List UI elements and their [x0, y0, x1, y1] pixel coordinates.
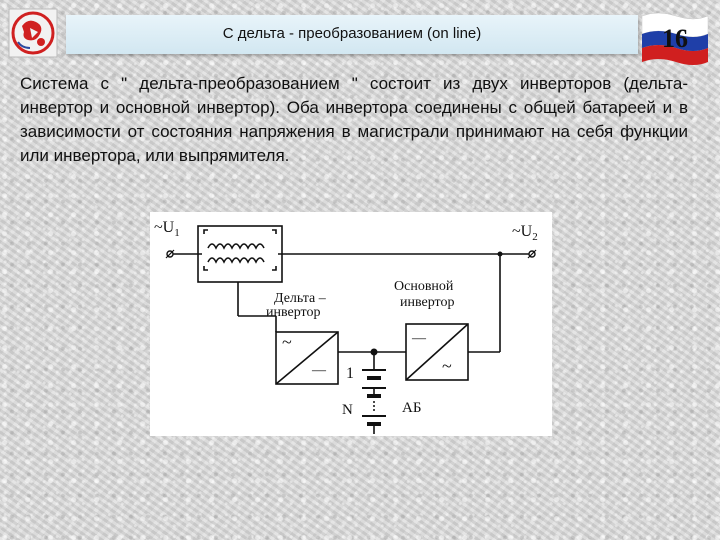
delta-inverter-label-line1: Дельта – — [274, 291, 327, 306]
emblem-logo-icon — [8, 8, 58, 58]
battery-cell-count-label: N — [342, 402, 353, 418]
delta-inverter-ac-symbol: ~ — [282, 332, 292, 352]
page-number: 16 — [662, 24, 688, 53]
output-voltage-subscript: 2 — [532, 231, 538, 243]
body-paragraph: Система с " дельта-преобразованием " сос… — [20, 74, 688, 165]
main-inverter-label-line2: инвертор — [400, 295, 454, 310]
main-inverter-dc-symbol: — — [411, 331, 427, 346]
main-inverter-label-line1: Основной — [394, 279, 454, 294]
russian-flag-icon — [641, 12, 709, 65]
output-voltage-label: ~U — [512, 223, 533, 240]
svg-text:~U2: ~U2 — [512, 223, 538, 243]
delta-inverter-dc-symbol: — — [311, 363, 327, 378]
battery-node-label: 1 — [346, 365, 354, 382]
battery-label: АБ — [402, 400, 421, 416]
slide-title: С дельта - преобразованием (on line) — [222, 25, 482, 42]
slide-title-bar: С дельта - преобразованием (on line) — [66, 15, 638, 54]
svg-text:~U1: ~U1 — [154, 219, 180, 239]
circuit-diagram: ~U1 ~U2 Дельта – инвертор Основной инвер… — [150, 212, 552, 436]
input-voltage-subscript: 1 — [174, 227, 180, 239]
main-inverter-ac-symbol: ~ — [442, 356, 452, 376]
page-number-badge: 16 — [638, 8, 712, 66]
input-voltage-label: ~U — [154, 219, 175, 236]
delta-inverter-label-line2: инвертор — [266, 305, 320, 320]
